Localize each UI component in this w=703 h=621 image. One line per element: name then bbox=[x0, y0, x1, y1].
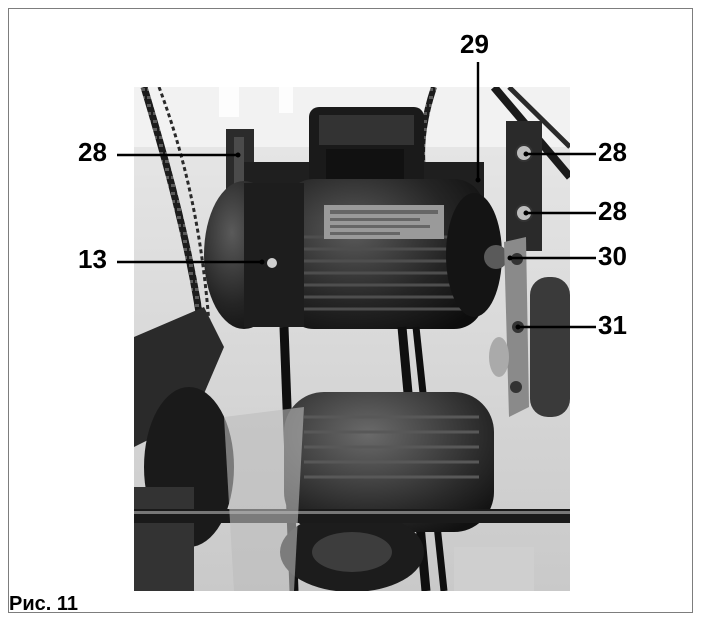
callout-label-28-right-bottom: 28 bbox=[598, 196, 627, 226]
callout-label-28-right-top: 28 bbox=[598, 137, 627, 167]
figure-caption: Рис. 11 bbox=[9, 593, 79, 615]
motor-assembly-illustration bbox=[134, 87, 570, 591]
callout-label-13: 13 bbox=[78, 244, 107, 274]
callout-label-31: 31 bbox=[598, 310, 627, 340]
callout-label-28-left: 28 bbox=[78, 137, 107, 167]
machine-photo bbox=[134, 87, 570, 591]
callout-label-29: 29 bbox=[460, 29, 489, 59]
callout-label-30: 30 bbox=[598, 241, 627, 271]
